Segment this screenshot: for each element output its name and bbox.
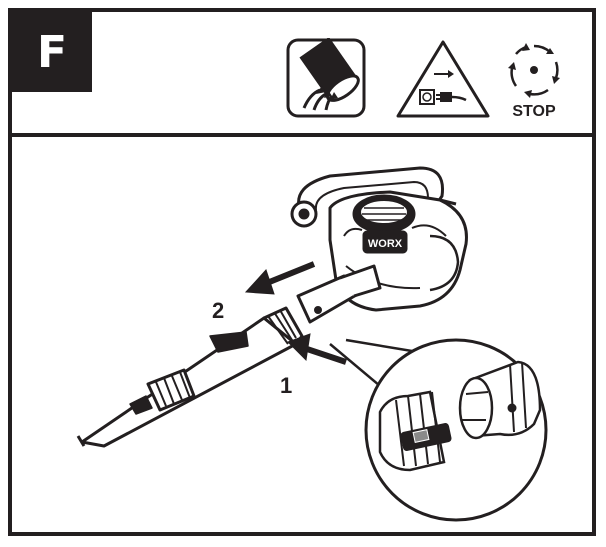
panel-frame — [8, 8, 596, 536]
arrow-step-2 — [244, 261, 316, 295]
blower-illustration: WORX — [76, 166, 548, 522]
step-1-label: 1 — [280, 373, 292, 398]
brand-mark: WORX — [368, 238, 403, 250]
magnified-detail-callout — [364, 338, 548, 522]
blower-motor-housing: WORX — [290, 166, 468, 312]
step-letter: F — [36, 26, 68, 78]
tube-airflow-icon — [286, 38, 366, 118]
blower-nozzle-tube — [76, 306, 304, 448]
header-divider — [8, 133, 596, 137]
blower-tube-connector — [296, 264, 382, 324]
arrow-step-1 — [287, 333, 347, 365]
stop-rotating-blades-icon — [508, 43, 560, 98]
step-letter-badge: F — [12, 12, 92, 92]
unplug-warning-icon — [396, 40, 490, 118]
step-2-label: 2 — [212, 298, 224, 323]
stop-label: STOP — [512, 103, 556, 120]
